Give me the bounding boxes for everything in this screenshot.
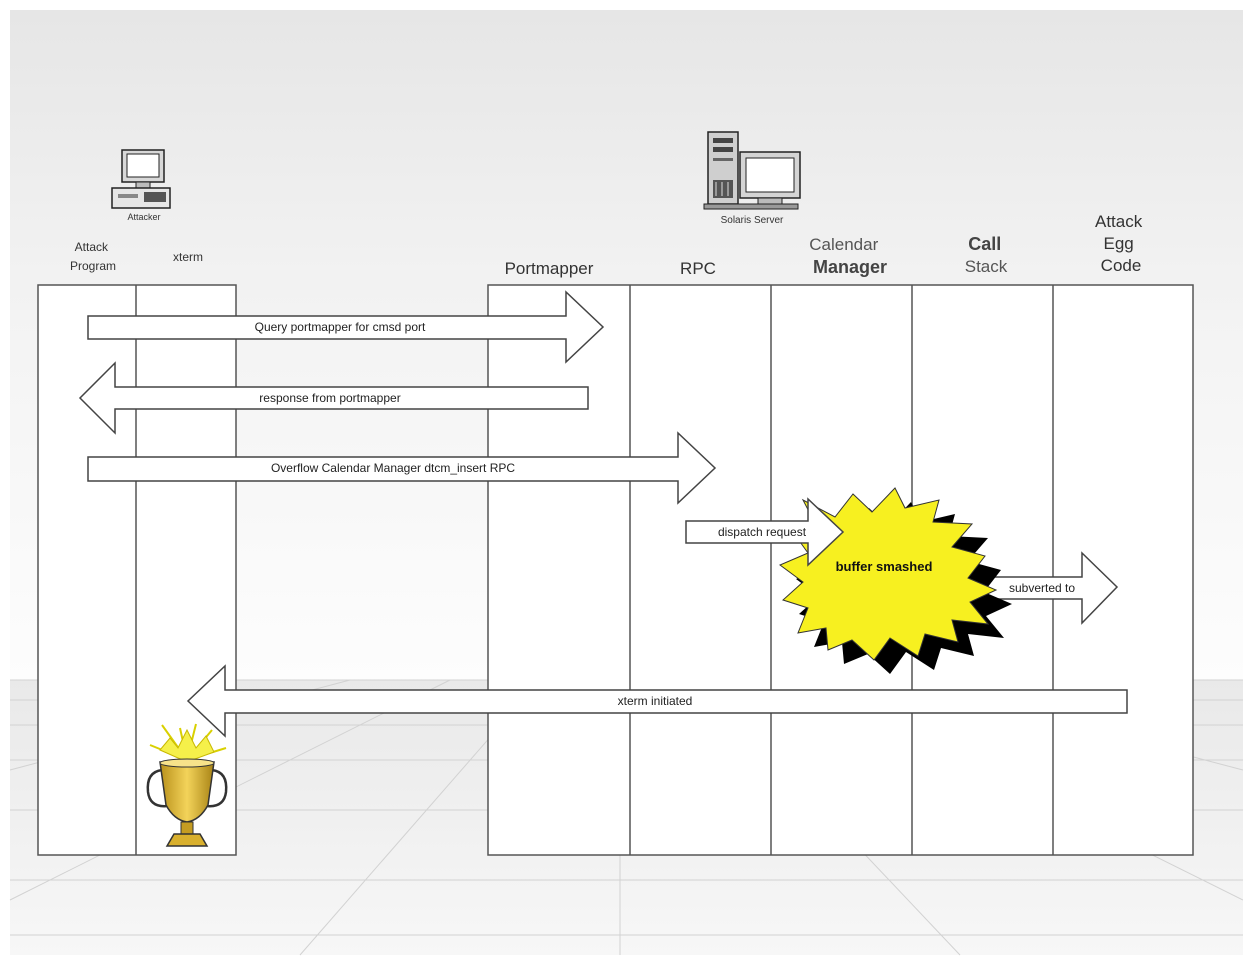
portmapper-header: Portmapper: [505, 259, 594, 278]
buffer-smashed-text: buffer smashed: [836, 559, 933, 574]
rpc-header: RPC: [680, 259, 716, 278]
server-label: Solaris Server: [721, 215, 784, 226]
query-portmapper-text: Query portmapper for cmsd port: [255, 320, 426, 334]
response-text: response from portmapper: [259, 391, 400, 405]
xterm-header: xterm: [173, 250, 203, 264]
dispatch-request-text: dispatch request: [718, 525, 807, 539]
xterm-initiated-text: xterm initiated: [618, 694, 693, 708]
subverted-text: subverted to: [1009, 581, 1075, 595]
attacker-label: Attacker: [127, 212, 160, 222]
overflow-text: Overflow Calendar Manager dtcm_insert RP…: [271, 461, 515, 475]
